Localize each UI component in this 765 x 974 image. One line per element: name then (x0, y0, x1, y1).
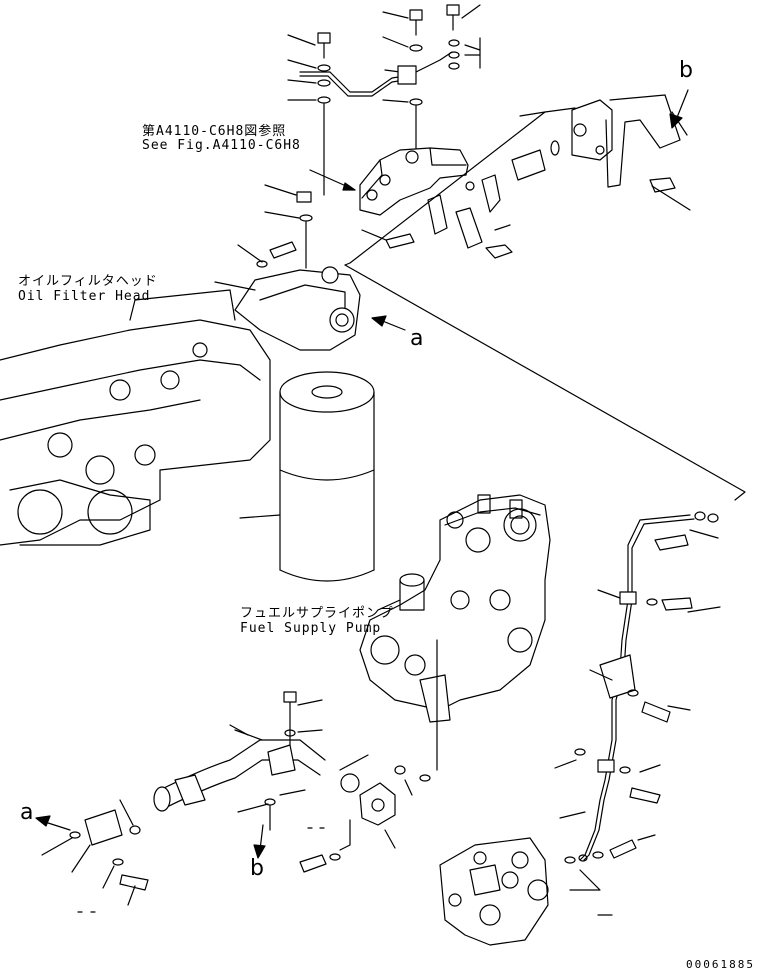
small-pipe-top (300, 72, 405, 92)
right-fasteners (555, 535, 720, 890)
bottom-left-parts (42, 800, 148, 905)
callout-b-bottom: b (250, 856, 264, 881)
oil-filter-head-label-jp: オイルフィルタヘッド (18, 274, 158, 289)
joint-block (512, 95, 690, 210)
fuel-supply-pump-label-jp: フュエルサプライポンプ (240, 606, 394, 621)
callout-a-bottom: a (20, 800, 34, 825)
reference-label-en: See Fig.A4110-C6H8 (142, 138, 301, 153)
engine-block-left (0, 290, 270, 545)
callout-b-top: b (679, 58, 693, 83)
oil-filter-head-group (235, 185, 360, 350)
fuel-supply-pump (360, 495, 550, 770)
fuel-filter-head (440, 838, 612, 945)
top-center-fasteners (383, 5, 480, 150)
clamps (428, 175, 512, 258)
reference-label-jp: 第A4110-C6H8図参照 (142, 124, 287, 139)
leader-lines (345, 108, 575, 265)
oil-hose (154, 692, 368, 830)
oil-filter-head-label-en: Oil Filter Head (18, 289, 151, 304)
fuel-pipe-right (580, 512, 718, 860)
stud (362, 230, 414, 248)
callout-a-top: a (410, 326, 424, 351)
oil-filter-cartridge (240, 372, 374, 581)
bracket-upper (360, 148, 468, 215)
top-left-fasteners (288, 33, 330, 195)
drawing-code: 00061885 (686, 958, 755, 971)
fuel-supply-pump-label-en: Fuel Supply Pump (240, 621, 382, 636)
banjo-fitting (300, 766, 430, 872)
